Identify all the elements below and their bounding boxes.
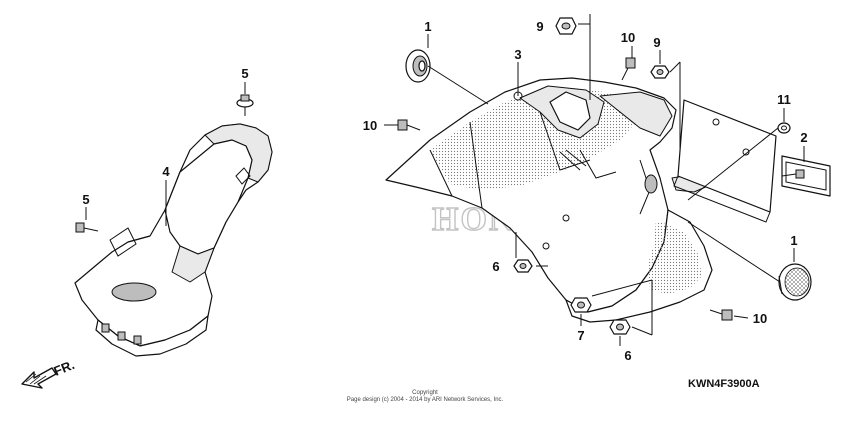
front-direction-arrow <box>21 367 57 389</box>
washer-part-11 <box>777 122 791 134</box>
copyright-line-2: Page design (c) 2004 - 2014 by ARI Netwo… <box>347 397 504 403</box>
callout-5-left: 5 <box>82 192 89 207</box>
bolt-part-10-bottom <box>709 309 733 321</box>
callout-7: 7 <box>577 328 584 343</box>
bolt-part-5-top <box>236 94 254 116</box>
diagram-code: KWN4F3900A <box>688 378 760 390</box>
callout-10-left: 10 <box>363 118 377 133</box>
nut-part-9-top <box>555 17 577 35</box>
bolt-part-10-top <box>621 57 636 81</box>
callout-6-bottom: 6 <box>624 348 631 363</box>
callout-2: 2 <box>800 130 807 145</box>
front-direction-label: FR. <box>52 357 77 379</box>
reflector-part-2 <box>781 155 831 197</box>
leader-lines <box>85 14 805 346</box>
reflector-part-1-round <box>778 263 812 301</box>
copyright-line-1: Copyright <box>412 390 438 396</box>
callout-3: 3 <box>514 47 521 62</box>
nut-part-9-second <box>650 65 670 79</box>
callout-10-bottom: 10 <box>753 311 767 326</box>
callout-10-top: 10 <box>621 30 635 45</box>
callout-9-second: 9 <box>653 35 660 50</box>
nut-part-6-bottom <box>609 319 631 335</box>
bolt-part-10-left <box>397 119 421 131</box>
grommet-part-1-top <box>405 49 431 83</box>
callout-6-left: 6 <box>492 259 499 274</box>
license-plate-bracket <box>673 99 777 223</box>
callout-5-top: 5 <box>241 66 248 81</box>
rear-fender-part-3 <box>385 77 713 323</box>
callout-1-bottom: 1 <box>790 233 797 248</box>
callout-11: 11 <box>777 92 791 107</box>
nut-part-7 <box>570 297 592 313</box>
bolt-part-5-left <box>75 222 99 233</box>
callout-1-top: 1 <box>424 19 431 34</box>
callout-4: 4 <box>162 164 170 179</box>
nut-part-6-left <box>513 259 533 273</box>
rear-fender-part-4 <box>74 123 273 357</box>
callout-9-top: 9 <box>536 19 543 34</box>
